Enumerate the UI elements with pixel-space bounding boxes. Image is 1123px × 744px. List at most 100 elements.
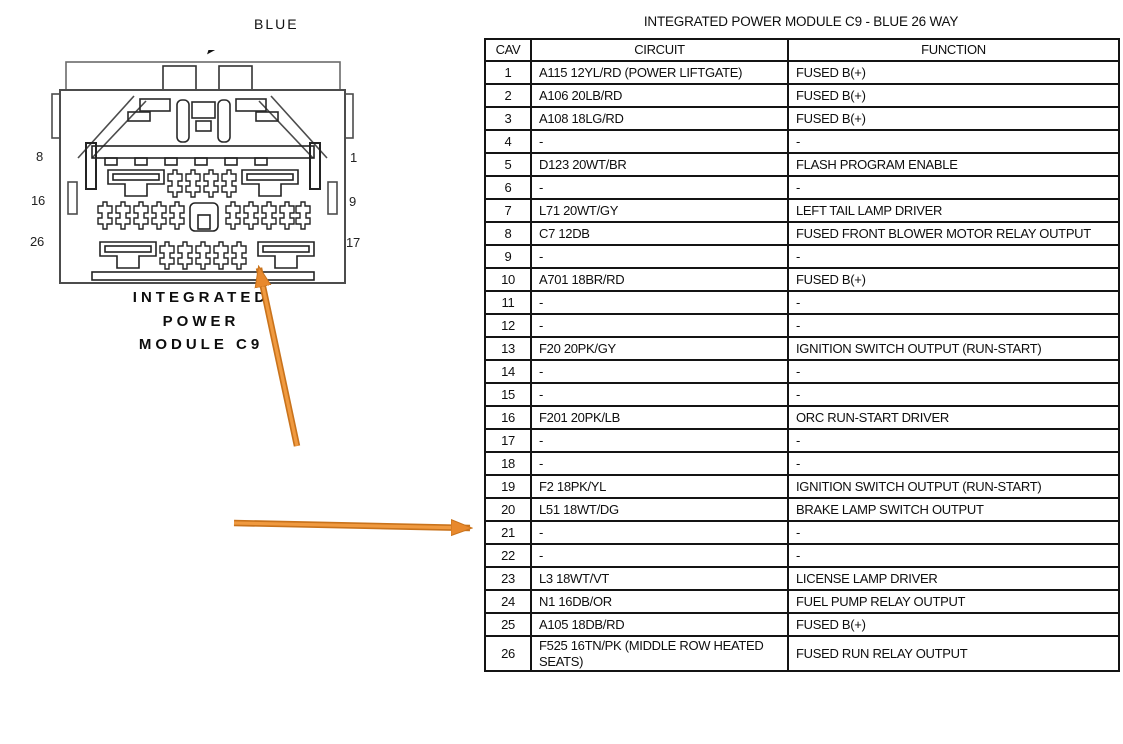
function-cell: FUSED B(+) bbox=[787, 612, 1120, 637]
function-cell: - bbox=[787, 543, 1120, 568]
circuit-cell: A115 12YL/RD (POWER LIFTGATE) bbox=[530, 60, 789, 85]
circuit-cell: L3 18WT/VT bbox=[530, 566, 789, 591]
table-row: 21-- bbox=[484, 520, 1120, 545]
function-cell: FUEL PUMP RELAY OUTPUT bbox=[787, 589, 1120, 614]
function-cell: FUSED B(+) bbox=[787, 267, 1120, 292]
table-row: 18-- bbox=[484, 451, 1120, 476]
cav-cell: 20 bbox=[484, 497, 532, 522]
cav-cell: 24 bbox=[484, 589, 532, 614]
function-cell: FUSED B(+) bbox=[787, 83, 1120, 108]
table-row: 14-- bbox=[484, 359, 1120, 384]
function-cell: - bbox=[787, 129, 1120, 154]
pin-label-26: 26 bbox=[30, 234, 45, 249]
circuit-cell: A701 18BR/RD bbox=[530, 267, 789, 292]
cav-cell: 14 bbox=[484, 359, 532, 384]
circuit-cell: - bbox=[530, 129, 789, 154]
circuit-cell: L51 18WT/DG bbox=[530, 497, 789, 522]
header-row: CAV CIRCUIT FUNCTION bbox=[484, 38, 1120, 62]
cav-cell: 6 bbox=[484, 175, 532, 200]
function-cell: ORC RUN-START DRIVER bbox=[787, 405, 1120, 430]
function-cell: FLASH PROGRAM ENABLE bbox=[787, 152, 1120, 177]
function-cell: - bbox=[787, 175, 1120, 200]
cav-cell: 3 bbox=[484, 106, 532, 131]
cav-cell: 16 bbox=[484, 405, 532, 430]
pin-label-1: 1 bbox=[350, 150, 358, 165]
circuit-cell: - bbox=[530, 451, 789, 476]
cav-cell: 4 bbox=[484, 129, 532, 154]
function-cell: BRAKE LAMP SWITCH OUTPUT bbox=[787, 497, 1120, 522]
circuit-cell: F525 16TN/PK (MIDDLE ROW HEATED SEATS) bbox=[530, 634, 789, 673]
module-caption-line1: INTEGRATED bbox=[132, 289, 270, 306]
cav-cell: 9 bbox=[484, 244, 532, 269]
table-row: 9-- bbox=[484, 244, 1120, 269]
circuit-cell: L71 20WT/GY bbox=[530, 198, 789, 223]
function-cell: FUSED RUN RELAY OUTPUT bbox=[787, 634, 1120, 673]
circuit-cell: A108 18LG/RD bbox=[530, 106, 789, 131]
cav-cell: 25 bbox=[484, 612, 532, 637]
cav-cell: 26 bbox=[484, 634, 532, 673]
function-cell: FUSED B(+) bbox=[787, 60, 1120, 85]
cav-cell: 11 bbox=[484, 290, 532, 315]
function-cell: - bbox=[787, 359, 1120, 384]
circuit-cell: A106 20LB/RD bbox=[530, 83, 789, 108]
table-row: 15-- bbox=[484, 382, 1120, 407]
circuit-cell: A105 18DB/RD bbox=[530, 612, 789, 637]
cav-cell: 13 bbox=[484, 336, 532, 361]
header-function: FUNCTION bbox=[787, 38, 1120, 62]
cav-cell: 7 bbox=[484, 198, 532, 223]
cav-cell: 21 bbox=[484, 520, 532, 545]
circuit-cell: - bbox=[530, 290, 789, 315]
cav-cell: 23 bbox=[484, 566, 532, 591]
circuit-cell: - bbox=[530, 175, 789, 200]
circuit-cell: C7 12DB bbox=[530, 221, 789, 246]
circuit-cell: - bbox=[530, 313, 789, 338]
pin-label-9: 9 bbox=[349, 194, 357, 209]
cav-cell: 17 bbox=[484, 428, 532, 453]
pin-label-8: 8 bbox=[36, 149, 44, 164]
function-cell: - bbox=[787, 313, 1120, 338]
function-cell: FUSED B(+) bbox=[787, 106, 1120, 131]
function-cell: - bbox=[787, 290, 1120, 315]
header-circuit: CIRCUIT bbox=[530, 38, 789, 62]
circuit-cell: - bbox=[530, 359, 789, 384]
cav-cell: 19 bbox=[484, 474, 532, 499]
circuit-cell: - bbox=[530, 244, 789, 269]
cav-cell: 10 bbox=[484, 267, 532, 292]
cav-cell: 22 bbox=[484, 543, 532, 568]
function-cell: - bbox=[787, 520, 1120, 545]
table-row: 4-- bbox=[484, 129, 1120, 154]
function-cell: - bbox=[787, 382, 1120, 407]
function-cell: IGNITION SWITCH OUTPUT (RUN-START) bbox=[787, 474, 1120, 499]
table-row: 17-- bbox=[484, 428, 1120, 453]
circuit-cell: F201 20PK/LB bbox=[530, 405, 789, 430]
table-row: 22-- bbox=[484, 543, 1120, 568]
cav-cell: 5 bbox=[484, 152, 532, 177]
table-row: 12-- bbox=[484, 313, 1120, 338]
function-cell: FUSED FRONT BLOWER MOTOR RELAY OUTPUT bbox=[787, 221, 1120, 246]
pin-label-17: 17 bbox=[346, 235, 361, 250]
function-cell: - bbox=[787, 428, 1120, 453]
arrow-to-row-19 bbox=[233, 523, 470, 528]
table-row: 6-- bbox=[484, 175, 1120, 200]
circuit-cell: - bbox=[530, 382, 789, 407]
cav-cell: 18 bbox=[484, 451, 532, 476]
table-title: INTEGRATED POWER MODULE C9 - BLUE 26 WAY bbox=[643, 14, 959, 29]
cav-cell: 1 bbox=[484, 60, 532, 85]
function-cell: - bbox=[787, 244, 1120, 269]
function-cell: LEFT TAIL LAMP DRIVER bbox=[787, 198, 1120, 223]
circuit-cell: F2 18PK/YL bbox=[530, 474, 789, 499]
